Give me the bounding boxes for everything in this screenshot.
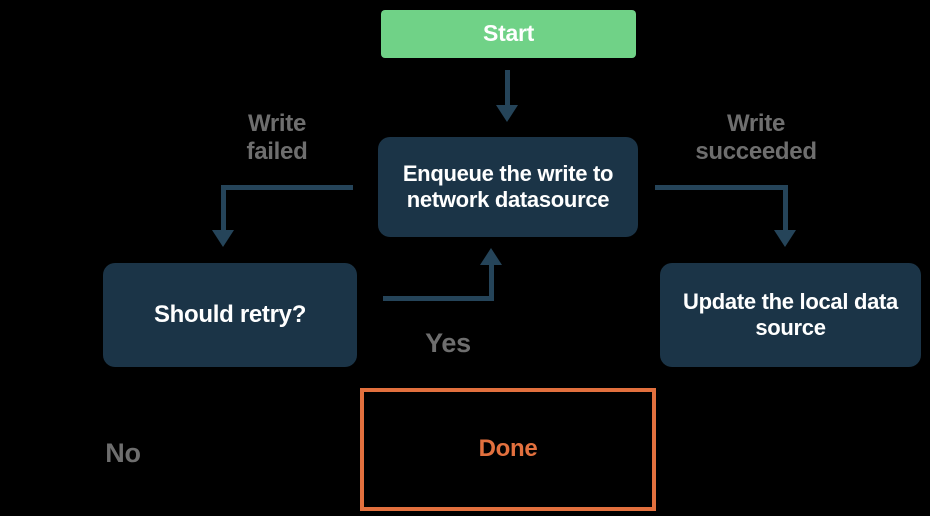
edge-write-failed-hline [221, 185, 353, 190]
node-done: Done [360, 388, 656, 511]
edge-label-no: No [105, 438, 141, 468]
edge-label-write-failed: Write failed [246, 110, 308, 166]
arrowhead-down-icon [496, 105, 518, 122]
edge-label-yes: Yes [425, 328, 471, 358]
node-enqueue-write: Enqueue the write to network datasource [378, 137, 638, 237]
edge-write-succeeded-vline [783, 185, 788, 232]
edge-start-to-enqueue-line [505, 70, 510, 107]
arrowhead-down-icon [774, 230, 796, 247]
arrowhead-up-icon [480, 248, 502, 265]
edge-yes-vline [489, 264, 494, 301]
edge-label-write-succeeded: Write succeeded [695, 110, 817, 166]
arrowhead-down-icon [212, 230, 234, 247]
edge-write-succeeded-hline [655, 185, 788, 190]
node-should-retry: Should retry? [103, 263, 357, 367]
edge-write-failed-vline [221, 185, 226, 232]
node-start: Start [381, 10, 636, 58]
edge-yes-hline [383, 296, 494, 301]
node-update-local: Update the local data source [660, 263, 921, 367]
